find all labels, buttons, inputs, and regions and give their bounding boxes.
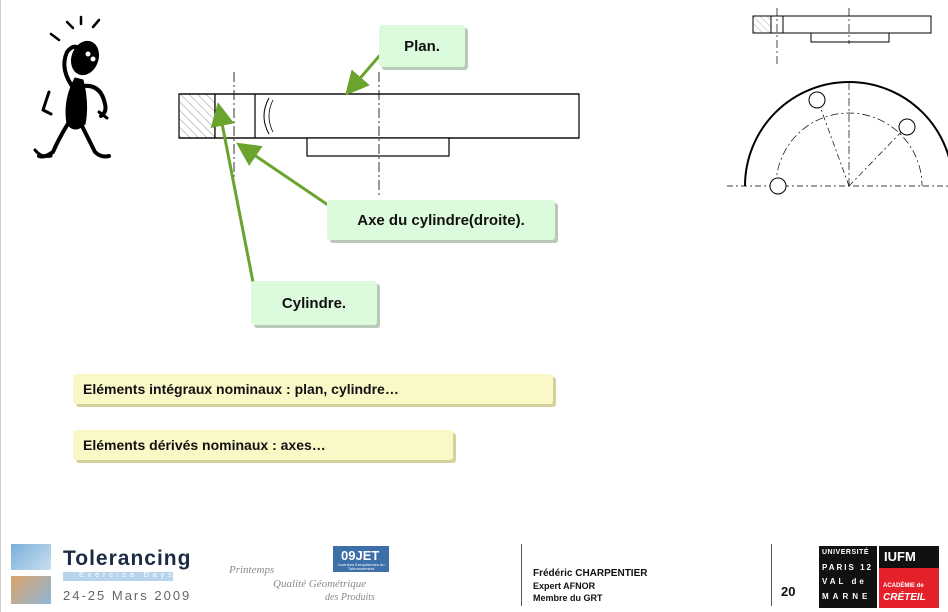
author-role-afnor: Expert AFNOR (533, 581, 596, 591)
tolerancing-banner: Tolerancing Exercise Days 24-25 Mars 200… (11, 544, 393, 608)
page-number: 20 (781, 584, 796, 599)
brand-subtitle: Exercise Days (79, 572, 176, 579)
author-role-grt: Membre du GRT (533, 593, 603, 603)
note-elements-derives: Eléments dérivés nominaux : axes… (73, 430, 453, 460)
iufm-red-panel (879, 568, 939, 608)
event-dates: 24-25 Mars 2009 (63, 588, 192, 603)
jet-subtitle: Journées Européennes du Tolérancement (337, 562, 385, 571)
qualite-label: Qualité Géométrique (273, 578, 367, 590)
brand-subtitle-bar (63, 572, 173, 581)
callout-axe-cylindre: Axe du cylindre(droite). (327, 200, 555, 240)
iufm-creteil-logo: IUFM ACADÉMIE de CRÉTEIL (879, 546, 939, 608)
callout-plan: Plan. (379, 25, 465, 67)
note-elements-integraux: Eléments intégraux nominaux : plan, cyli… (73, 374, 553, 404)
jet-logo (333, 546, 389, 572)
author-name: Frédéric CHARPENTIER (533, 568, 648, 579)
callout-cylindre: Cylindre. (251, 281, 377, 325)
photo-thumbnail-icon (11, 544, 51, 570)
footer-divider (521, 544, 522, 606)
printemps-label: Printemps (229, 564, 275, 576)
universite-paris12-logo: UNIVERSITÉ PARIS 12 VAL de MARNE (819, 546, 877, 608)
brand-title: Tolerancing (63, 547, 192, 570)
footer-divider (771, 544, 772, 606)
produits-label: des Produits (325, 592, 375, 603)
jet-logo-text: 09JET (341, 548, 380, 563)
photo-thumbnail-icon (11, 576, 51, 604)
